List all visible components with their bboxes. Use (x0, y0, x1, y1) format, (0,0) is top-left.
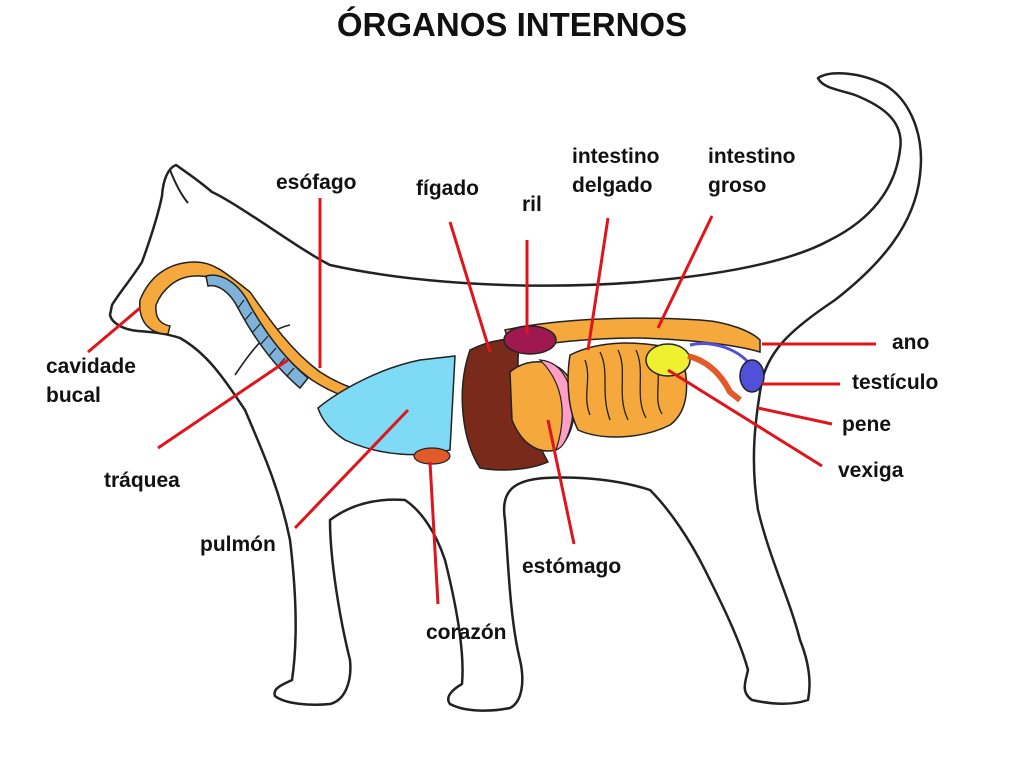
pointer-cavidade-bucal (87, 306, 141, 354)
label-cavidade-bucal: cavidade bucal (46, 355, 136, 407)
diagram-title: ÓRGANOS INTERNOS (336, 6, 688, 43)
urethra-organ (687, 353, 742, 403)
label-esofago: esófago (276, 171, 357, 194)
label-intestino-delgado: intestino delgado (572, 145, 660, 197)
label-testiculo: testículo (852, 371, 939, 394)
pointer-lines (87, 198, 876, 605)
pointer-intestino-delgado (586, 217, 610, 351)
duct-organ (689, 342, 750, 364)
trachea-rings (237, 299, 295, 377)
label-figado: fígado (416, 177, 479, 200)
stomach-fold (538, 359, 574, 451)
lung-organ (317, 355, 456, 456)
label-intestino-grueso: intestino groso (708, 145, 796, 197)
cat-ear-detail (169, 169, 189, 204)
label-estomago: estómago (522, 555, 622, 578)
bladder-organ (645, 343, 691, 377)
label-pulmon: pulmón (200, 533, 276, 556)
label-pene: pene (842, 413, 892, 436)
pointer-pene (757, 406, 833, 426)
label-ano: ano (892, 331, 930, 354)
label-ril: ril (522, 193, 542, 216)
pointer-corazon (428, 461, 440, 605)
heart-organ (413, 447, 451, 465)
small-intestine-loops (584, 349, 663, 421)
pointer-pulmon (293, 408, 410, 530)
large-intestine-organ (504, 317, 761, 354)
label-vexiga: vexiga (838, 459, 904, 482)
label-corazon: corazón (426, 621, 507, 644)
trachea-organ (205, 274, 310, 390)
testicle-organ (739, 359, 765, 393)
pointer-intestino-grueso (656, 215, 714, 329)
kidney-organ (503, 325, 557, 355)
pointer-figado (448, 221, 492, 353)
pointer-traquea (157, 358, 289, 450)
pointer-estomago (546, 419, 576, 545)
cat-outline (108, 72, 923, 712)
pointer-vexiga (667, 368, 823, 468)
label-traquea: tráquea (104, 469, 180, 492)
